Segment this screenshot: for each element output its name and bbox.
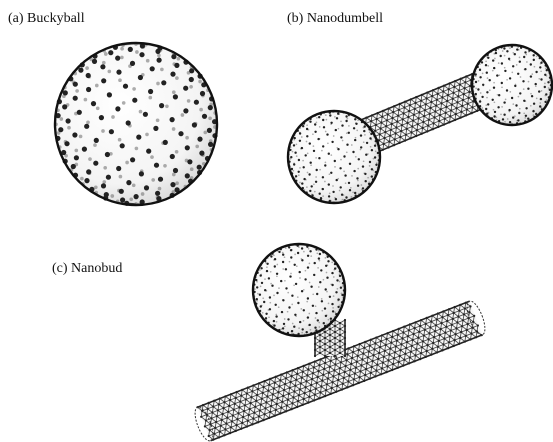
panel-a: (a) Buckyball bbox=[8, 11, 218, 206]
nanobud-sphere bbox=[253, 244, 345, 336]
panel-a-label: (a) Buckyball bbox=[8, 11, 85, 26]
nanodumbell-right-sphere bbox=[472, 45, 552, 125]
panel-b: (b) Nanodumbell bbox=[287, 11, 552, 203]
panel-b-label: (b) Nanodumbell bbox=[287, 11, 383, 26]
nanodumbell-left-sphere bbox=[288, 111, 380, 203]
panel-c-label: (c) Nanobud bbox=[52, 261, 122, 276]
buckyball-structure bbox=[54, 42, 217, 206]
panel-c: (c) Nanobud bbox=[52, 244, 489, 442]
